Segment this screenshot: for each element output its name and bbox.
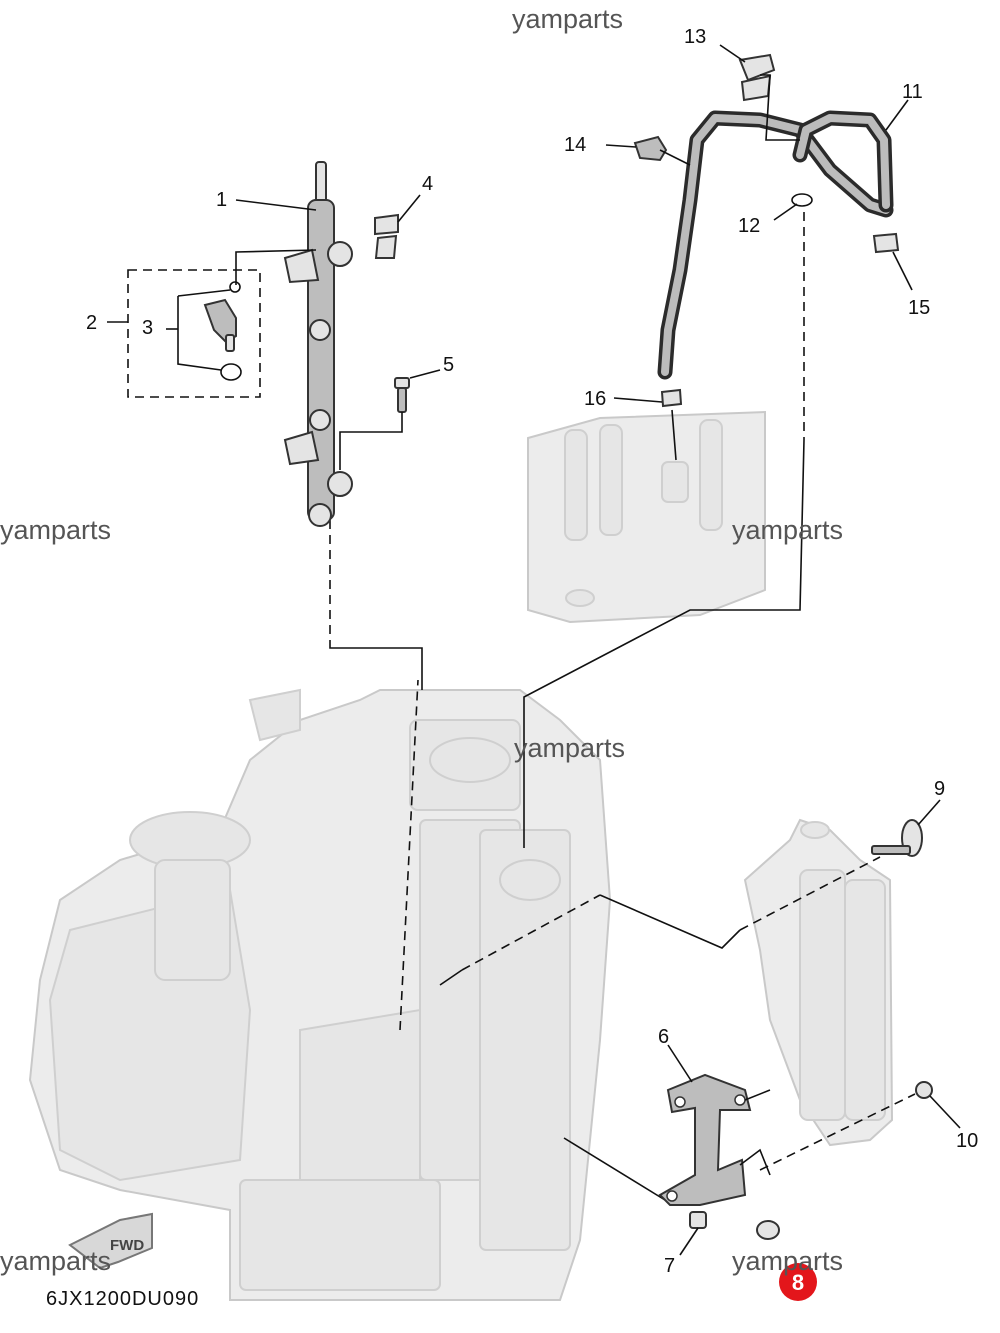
callout-11: 11	[902, 81, 923, 103]
highlight-badge-circle	[779, 1263, 817, 1301]
fwd-label: FWD	[110, 1237, 144, 1254]
callout-13: 13	[684, 26, 706, 48]
callout-12: 12	[738, 215, 760, 237]
callout-3: 3	[142, 317, 153, 339]
fuel-rail	[283, 161, 353, 527]
callout-numbers: 1 2 3 4 5 6 7 9 10 11 12 13 14 15 16	[86, 26, 978, 1277]
rail-clip	[374, 194, 421, 259]
callout-7: 7	[664, 1255, 675, 1277]
callout-5: 5	[443, 354, 454, 376]
highlight-badge-number: 8	[792, 1270, 804, 1295]
callout-14: 14	[564, 134, 586, 156]
bracket	[658, 1073, 771, 1206]
watermark-left: yamparts	[0, 515, 111, 545]
fuel-hose	[657, 110, 894, 380]
engine-block-outline	[28, 688, 612, 1301]
watermark-bottom-right: yamparts	[732, 1246, 843, 1276]
rail-bolt	[339, 369, 441, 470]
injector-group	[127, 249, 317, 398]
hose-clamps	[633, 53, 900, 461]
callout-leaders	[107, 44, 961, 1256]
cylinder-head-outline	[527, 410, 766, 624]
callout-1: 1	[216, 189, 227, 211]
fasteners	[689, 819, 933, 1240]
callout-15: 15	[908, 297, 930, 319]
fwd-arrow: FWD	[68, 1212, 153, 1270]
callout-9: 9	[934, 778, 945, 800]
watermark-right: yamparts	[732, 515, 843, 545]
watermark-center: yamparts	[514, 733, 625, 763]
callout-10: 10	[956, 1130, 978, 1152]
guide-lines	[329, 212, 916, 1171]
watermarks: yamparts yamparts yamparts yamparts yamp…	[0, 4, 843, 1276]
watermark-top: yamparts	[512, 4, 623, 34]
routing-lines	[329, 439, 805, 1201]
watermark-bottom-left: yamparts	[0, 1246, 111, 1276]
highlight-badge-8[interactable]: 8	[779, 1263, 817, 1301]
fuel-module-outline	[743, 818, 894, 1147]
drawing-code: 6JX1200DU090	[46, 1288, 199, 1310]
callout-2: 2	[86, 312, 97, 334]
callout-16: 16	[584, 388, 606, 410]
callout-6: 6	[658, 1026, 669, 1048]
callout-4: 4	[422, 173, 433, 195]
